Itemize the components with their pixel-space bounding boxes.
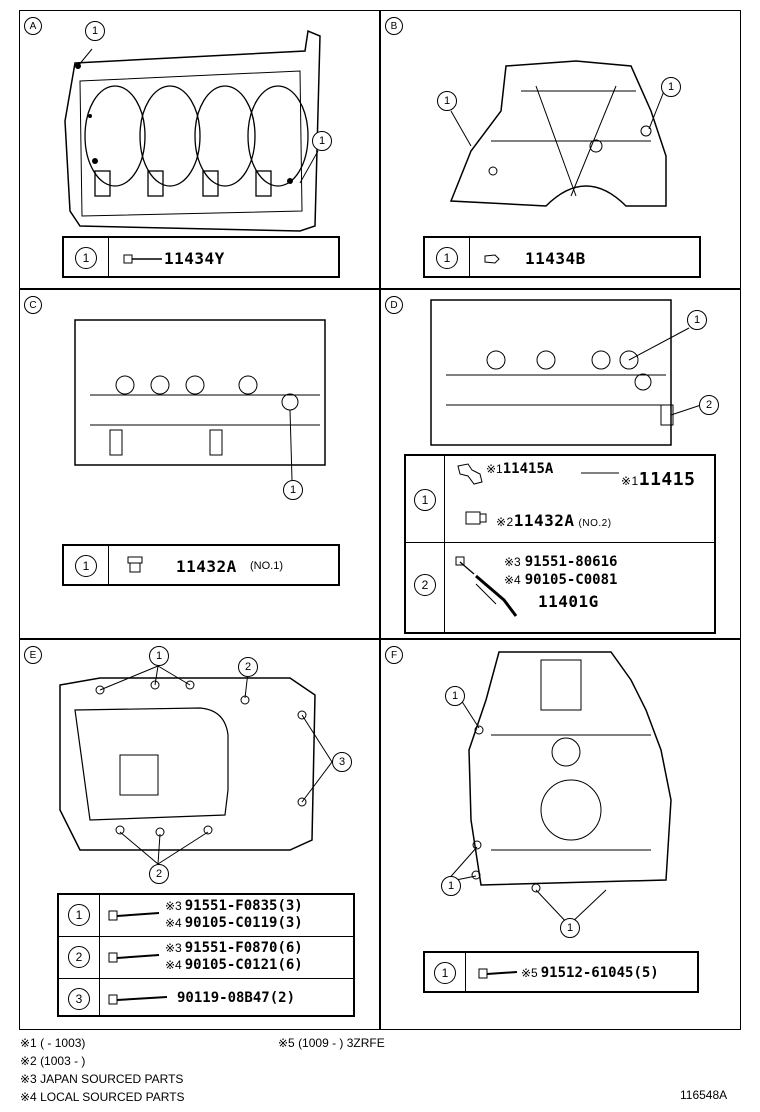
oil-pan-drawing (59, 665, 333, 865)
part-number: 90105-C0081 (524, 572, 618, 588)
part-number: 90119-08B47(2) (177, 990, 296, 1006)
bolt-icon (108, 910, 160, 921)
cylinder-block-side-view-drawing (430, 299, 702, 446)
footnote-1: ※1 ( - 1003) (20, 1036, 86, 1050)
part-number: 91551-80616 (524, 554, 618, 570)
plug-icon (484, 254, 500, 264)
parts-table-b: 1 11434B (423, 236, 701, 278)
callout-1: 1 (661, 77, 681, 97)
callout-1: 1 (445, 686, 465, 706)
row-number: 1 (75, 555, 97, 577)
cylinder-block-top-view-drawing (64, 29, 321, 232)
panel-b: B 1 1 1 11434B (380, 10, 741, 289)
panel-a: A 1 1 1 11434Y (19, 10, 380, 289)
panel-c-label: C (24, 296, 42, 314)
callout-3: 3 (332, 752, 352, 772)
callout-1: 1 (149, 646, 169, 666)
row-number: 3 (68, 988, 90, 1010)
panel-f-label: F (385, 646, 403, 664)
part-number: 11415 (638, 469, 696, 490)
callout-2: 2 (699, 395, 719, 415)
cylinder-block-side-view-drawing (74, 319, 326, 481)
part-number: 11401G (538, 592, 599, 611)
panel-b-label: B (385, 17, 403, 35)
part-number: 90105-C0119(3) (184, 915, 303, 931)
part-number: 11434Y (164, 249, 225, 268)
part-number: 11432A (176, 557, 237, 576)
part-number: 11434B (525, 249, 586, 268)
callout-1: 1 (437, 91, 457, 111)
callout-1: 1 (560, 918, 580, 938)
part-number: 90105-C0121(6) (184, 957, 303, 973)
row-number: 1 (75, 247, 97, 269)
parts-table-a: 1 11434Y (62, 236, 340, 278)
footnote-mark: ※3 (504, 555, 521, 569)
part-number: 11415A (502, 461, 554, 477)
part-number: 91551-F0870(6) (184, 940, 303, 956)
footnote-mark: ※4 (165, 916, 182, 930)
panel-d-label: D (385, 296, 403, 314)
knock-sensor-stud-icon (455, 556, 518, 617)
cylinder-block-rear-view-drawing (445, 651, 672, 926)
parts-table-c: 1 11432A (NO.1) (62, 544, 340, 586)
callout-1: 1 (85, 21, 105, 41)
leader-line (581, 472, 619, 474)
callout-2: 2 (149, 864, 169, 884)
footnote-mark: ※3 (165, 941, 182, 955)
callout-1: 1 (687, 310, 707, 330)
row-number: 1 (436, 247, 458, 269)
footnote-mark: ※5 (521, 966, 538, 980)
footnote-mark: ※4 (165, 958, 182, 972)
footnote-mark: ※4 (504, 573, 521, 587)
part-qualifier: (NO.2) (578, 518, 612, 529)
callout-1: 1 (441, 876, 461, 896)
bolt-icon (108, 952, 160, 963)
footnote-mark: ※1 (621, 474, 639, 488)
drain-cock-icon (457, 463, 483, 485)
panel-a-label: A (24, 17, 42, 35)
panel-d: D 1 2 1 ※111415A ※111415 ※211432A(NO.2) … (380, 289, 741, 639)
part-number: 11432A (513, 511, 575, 530)
footnote-3: ※3 JAPAN SOURCED PARTS (20, 1072, 184, 1086)
bolt-icon (478, 968, 518, 979)
stud-bolt-icon (108, 994, 168, 1005)
figure-id: 116548A (680, 1088, 728, 1102)
row-number: 2 (414, 574, 436, 596)
row-number: 1 (434, 962, 456, 984)
plug-icon (127, 556, 143, 573)
callout-2: 2 (238, 657, 258, 677)
cylinder-block-end-view-drawing (449, 60, 667, 207)
plug-icon (465, 511, 487, 525)
panel-c: C 1 1 11432A (NO.1) (19, 289, 380, 639)
footnote-mark: ※1 (486, 462, 503, 476)
footnote-2: ※2 (1003 - ) (20, 1054, 86, 1068)
callout-1: 1 (312, 131, 332, 151)
part-qualifier: (NO.1) (250, 560, 283, 572)
row-number: 1 (414, 489, 436, 511)
footnote-5: ※5 (1009 - ) 3ZRFE (278, 1036, 385, 1050)
stud-bolt-icon (123, 254, 162, 264)
row-number: 1 (68, 904, 90, 926)
footnote-mark: ※2 (496, 515, 514, 529)
row-number: 2 (68, 946, 90, 968)
panel-e-label: E (24, 646, 42, 664)
part-number: 91512-61045(5) (540, 965, 659, 981)
callout-1: 1 (283, 480, 303, 500)
part-number: 91551-F0835(3) (184, 898, 303, 914)
footnote-mark: ※3 (165, 899, 182, 913)
footnote-4: ※4 LOCAL SOURCED PARTS (20, 1090, 185, 1104)
